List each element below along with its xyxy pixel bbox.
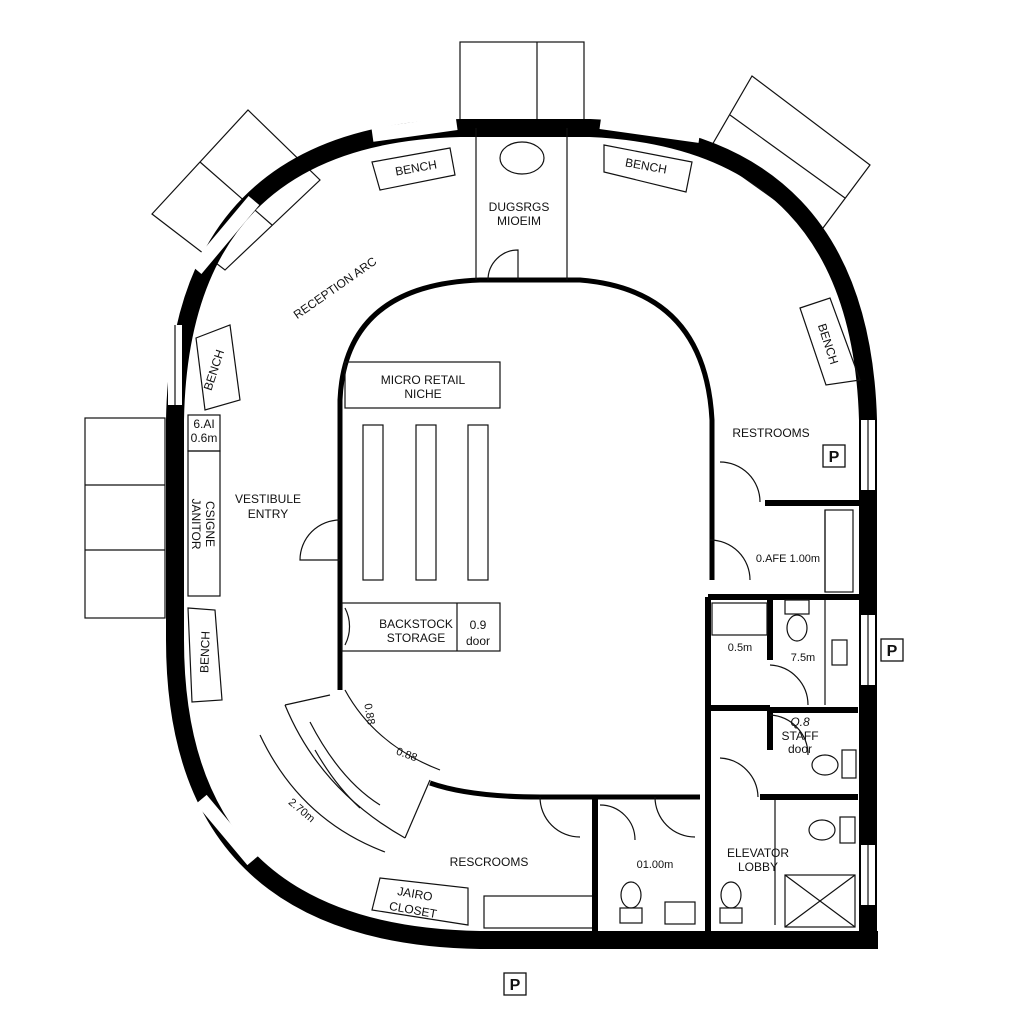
parking-sign: P xyxy=(503,972,527,996)
top-room-label: MIOEIM xyxy=(497,214,541,228)
dimension-label: 0.5m xyxy=(728,642,752,654)
dimension-label: 0.88 xyxy=(361,703,377,726)
top-room-label: DUGSRGS xyxy=(489,200,550,214)
staff-label: Q.8 xyxy=(790,715,810,729)
dimension-label: 2.70m xyxy=(286,796,317,825)
labels: BENCH BENCH BENCH BENCH BENCH DUGSRGS MI… xyxy=(189,155,841,921)
core-wall-bottom xyxy=(429,780,700,800)
backstock-label: STORAGE xyxy=(387,631,445,645)
janitor-label: CSIGNE xyxy=(203,501,217,547)
core-wall xyxy=(337,277,715,690)
staff-label: STAFF xyxy=(781,729,818,743)
dimension-label: door xyxy=(466,634,490,648)
parking-icon: P xyxy=(510,977,521,994)
dimension-label: 0.AFE 1.00m xyxy=(756,553,820,565)
micro-retail-niche xyxy=(299,361,501,652)
bench-label: BENCH xyxy=(815,322,841,366)
restrooms-label: RESTROOMS xyxy=(732,426,809,440)
vestibule-label: ENTRY xyxy=(248,507,288,521)
elevator-lobby-label: LOBBY xyxy=(738,860,778,874)
bench-label: BENCH xyxy=(624,155,668,176)
backstock-label: BACKSTOCK xyxy=(379,617,453,631)
parking-icon: P xyxy=(829,449,840,466)
micro-retail-label: NICHE xyxy=(404,387,441,401)
dimension-label: 6.AI xyxy=(193,417,214,431)
windows xyxy=(168,115,875,905)
reception-label: RECEPTION ARC xyxy=(291,254,380,322)
parking-sign: P xyxy=(822,444,846,468)
micro-retail-label: MICRO RETAIL xyxy=(381,373,466,387)
restrooms-bottom-label: RESCROOMS xyxy=(450,855,529,869)
toilet-icons xyxy=(619,599,857,925)
dimension-label: 0.6m xyxy=(191,431,218,445)
closet-label: JAIRO xyxy=(396,884,433,904)
bench-label: BENCH xyxy=(197,631,212,673)
curved-stair xyxy=(259,689,441,853)
bench-label: BENCH xyxy=(201,348,227,392)
parking-icon: P xyxy=(887,643,898,660)
elevator-lobby-label: ELEVATOR xyxy=(727,846,789,860)
vestibule-label: VESTIBULE xyxy=(235,492,301,506)
parking-sign: P xyxy=(880,638,904,662)
dimension-label: 7.5m xyxy=(791,652,815,664)
top-room xyxy=(475,128,568,281)
janitor-label: JANITOR xyxy=(189,498,203,549)
dimension-label: 01.00m xyxy=(637,859,674,871)
staff-label: door xyxy=(788,742,812,756)
dimension-label: 0.9 xyxy=(470,618,487,632)
dimension-label: 0.88 xyxy=(395,746,419,765)
bench-shapes xyxy=(187,144,861,929)
service-rooms xyxy=(539,461,868,935)
exterior-wall xyxy=(166,119,878,949)
bench-label: BENCH xyxy=(394,157,438,178)
grille-icons xyxy=(711,509,854,636)
